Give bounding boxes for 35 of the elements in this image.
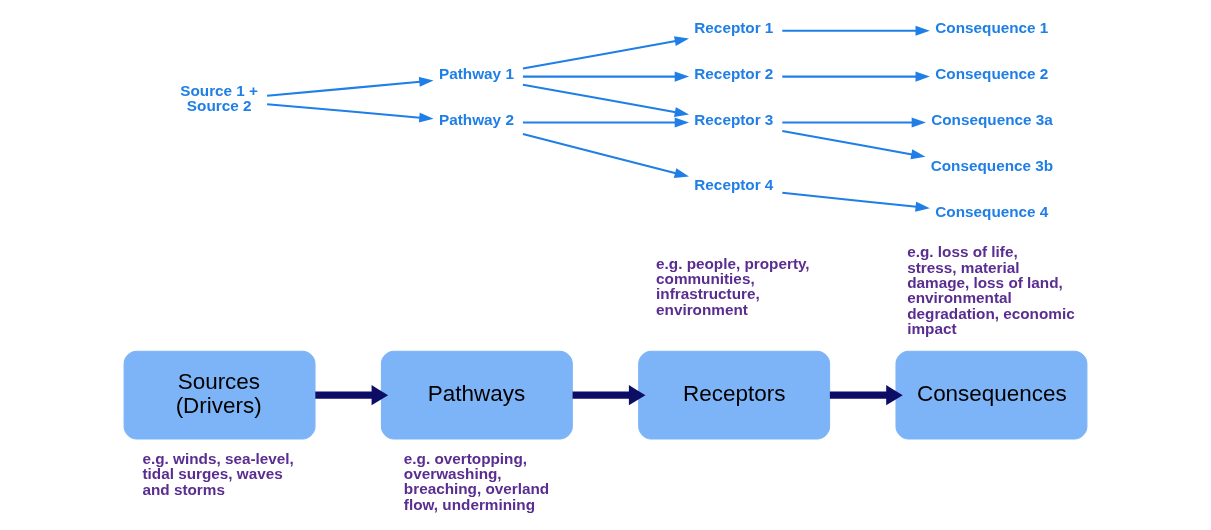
node-text: Consequence 3a <box>931 111 1053 129</box>
arrow <box>315 385 389 406</box>
arrow <box>267 103 434 123</box>
arrow <box>829 385 903 406</box>
node-box: Sources (Drivers) <box>123 350 316 440</box>
arrow <box>522 71 690 82</box>
node-text: Pathway 2 <box>439 111 514 129</box>
node-label: e.g. winds, sea-level, tidal surges, waves and storms <box>142 450 294 498</box>
arrow <box>267 76 434 97</box>
node-box: Pathways <box>380 350 573 440</box>
node-label: e.g. people, property, communities, infrastructure, environment <box>656 254 810 318</box>
node-text: Receptor 3 <box>694 111 774 129</box>
arrow <box>522 36 689 70</box>
arrow <box>522 83 689 117</box>
arrow <box>782 25 930 36</box>
node-text: Consequence 1 <box>935 19 1049 37</box>
arrow <box>782 191 930 212</box>
arrow <box>572 385 646 406</box>
node-label: e.g. loss of life, stress, material damage, loss of land, environmental degradation, economic impact <box>907 243 1075 337</box>
node-text: Consequence 3b <box>930 157 1054 175</box>
node-text: Receptor 4 <box>694 176 774 194</box>
node-box: Receptors <box>638 350 831 440</box>
arrow <box>782 117 926 128</box>
node-text: Pathway 1 <box>439 65 514 83</box>
arrow <box>522 133 689 178</box>
node-box: Consequences <box>895 350 1088 440</box>
arrow <box>782 71 930 82</box>
arrow <box>522 117 690 128</box>
node-text: Consequence 2 <box>935 65 1049 83</box>
node-text: Receptor 2 <box>694 65 774 83</box>
node-label: e.g. overtopping, overwashing, breaching, overland flow, undermining <box>403 449 550 513</box>
node-text: Consequence 4 <box>935 203 1049 221</box>
node-text: Receptor 1 <box>694 19 774 37</box>
arrow <box>782 130 926 160</box>
node-text: Source 1 + Source 2 <box>180 82 259 115</box>
